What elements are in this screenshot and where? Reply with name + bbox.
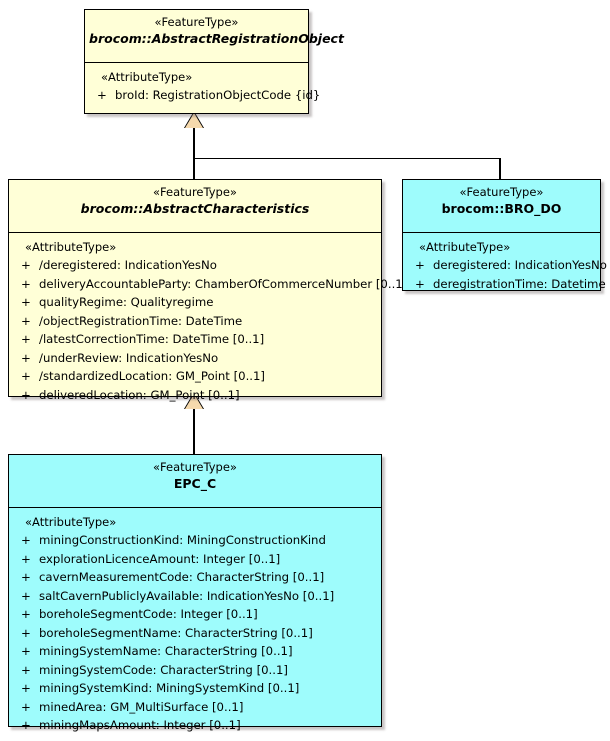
attribute-text: /underReview: IndicationYesNo [39, 350, 219, 365]
attribute-visibility: + [97, 88, 107, 102]
class-name: brocom::BRO_DO [441, 201, 562, 216]
class-box-abstract-registration-object[interactable]: «FeatureType» brocom::AbstractRegistrati… [84, 9, 344, 114]
compartment-stereotype: «AttributeType» [25, 515, 117, 529]
attribute-visibility: + [21, 681, 31, 695]
class-name: EPC_C [173, 476, 217, 491]
generalization-edge-epcc-vertical [193, 408, 195, 454]
attribute-visibility: + [415, 276, 425, 291]
attribute-visibility: + [21, 387, 31, 402]
attribute-text: /deregistered: IndicationYesNo [39, 258, 217, 272]
attributes-compartment-bro-do: «AttributeType» + deregistered: Indicati… [403, 233, 607, 299]
compartment-stereotype: «AttributeType» [101, 70, 193, 84]
attribute-visibility: + [415, 258, 425, 272]
generalization-arrow-head-middle [185, 394, 203, 409]
attribute-row: + miningSystemName: CharacterString [0..… [9, 642, 381, 661]
attribute-row: + cavernMeasurementCode: CharacterString… [9, 568, 381, 587]
class-name: brocom::AbstractRegistrationObject [89, 31, 344, 46]
class-stereotype: «FeatureType» [153, 460, 237, 474]
attribute-text: deliveryAccountableParty: ChamberOfComme… [39, 276, 408, 291]
compartment-stereotype: «AttributeType» [25, 240, 117, 254]
attribute-text: boreholeSegmentCode: Integer [0..1] [39, 607, 258, 621]
attribute-row: + miningSystemCode: CharacterString [0..… [9, 661, 381, 680]
class-header-epc-c: «FeatureType» EPC_C [9, 455, 381, 508]
attribute-text: miningMapsAmount: Integer [0..1] [39, 718, 241, 732]
attribute-visibility: + [21, 588, 31, 603]
attribute-text: miningSystemName: CharacterString [0..1] [39, 644, 293, 658]
generalization-edge-brodo-vertical [499, 157, 501, 180]
attribute-text: cavernMeasurementCode: CharacterString [… [39, 570, 325, 584]
attribute-row: + broId: RegistrationObjectCode {id} [85, 86, 320, 105]
attribute-row: + miningSystemKind: MiningSystemKind [0.… [9, 679, 381, 698]
attribute-row: + deliveryAccountableParty: ChamberOfCom… [9, 275, 407, 294]
class-stereotype: «FeatureType» [154, 15, 239, 29]
attribute-text: explorationLicenceAmount: Integer [0..1] [39, 551, 281, 566]
attribute-text: deliveredLocation: GM_Point [0..1] [39, 387, 240, 402]
attribute-visibility: + [21, 533, 31, 547]
attribute-text: deregistrationTime: Datetime [433, 276, 606, 291]
attribute-visibility: + [21, 570, 31, 584]
attribute-row: + miningConstructionKind: MiningConstruc… [9, 531, 381, 550]
attribute-visibility: + [21, 258, 31, 272]
class-stereotype: «FeatureType» [153, 185, 237, 199]
attribute-row: + qualityRegime: Qualityregime [9, 293, 381, 312]
attribute-row: + /standardizedLocation: GM_Point [0..1] [9, 367, 381, 386]
attributes-compartment-abstract-registration-object: «AttributeType» + broId: RegistrationObj… [85, 63, 320, 111]
attribute-text: /objectRegistrationTime: DateTime [39, 313, 243, 328]
compartment-stereotype: «AttributeType» [419, 240, 511, 254]
attribute-visibility: + [21, 699, 31, 714]
attribute-text: boreholeSegmentName: CharacterString [0.… [39, 625, 313, 640]
attribute-row: + /underReview: IndicationYesNo [9, 349, 381, 368]
attribute-text: miningSystemKind: MiningSystemKind [0..1… [39, 681, 300, 695]
attribute-text: minedArea: GM_MultiSurface [0..1] [39, 699, 244, 714]
attribute-text: miningConstructionKind: MiningConstructi… [39, 533, 326, 547]
attribute-visibility: + [21, 644, 31, 658]
attribute-text: deregistered: IndicationYesNo [433, 258, 607, 272]
class-header-abstract-registration-object: «FeatureType» brocom::AbstractRegistrati… [85, 10, 344, 63]
attribute-text: broId: RegistrationObjectCode {id} [115, 88, 321, 102]
attributes-compartment-abstract-characteristics: «AttributeType» + /deregistered: Indicat… [9, 233, 407, 410]
generalization-arrow-head-top [185, 113, 203, 128]
attribute-text: qualityRegime: Qualityregime [39, 295, 214, 309]
attribute-row: + deregistrationTime: Datetime [403, 275, 606, 294]
attribute-row: + minedArea: GM_MultiSurface [0..1] [9, 698, 381, 717]
attribute-visibility: + [21, 313, 31, 328]
attribute-text: /latestCorrectionTime: DateTime [0..1] [39, 332, 265, 346]
attribute-row: + saltCavernPubliclyAvailable: Indicatio… [9, 587, 381, 606]
attribute-visibility: + [21, 662, 31, 677]
attribute-row: + boreholeSegmentCode: Integer [0..1] [9, 605, 381, 624]
attribute-row: + deliveredLocation: GM_Point [0..1] [9, 386, 381, 405]
attribute-visibility: + [21, 625, 31, 640]
attribute-row: + /deregistered: IndicationYesNo [9, 256, 381, 275]
attribute-visibility: + [21, 276, 31, 291]
attribute-visibility: + [21, 350, 31, 365]
attribute-text: saltCavernPubliclyAvailable: IndicationY… [39, 588, 335, 603]
attribute-row: + boreholeSegmentName: CharacterString [… [9, 624, 381, 643]
attribute-row: + miningMapsAmount: Integer [0..1] [9, 716, 381, 735]
class-box-bro-do[interactable]: «FeatureType» brocom::BRO_DO «AttributeT… [402, 179, 607, 291]
attribute-visibility: + [21, 607, 31, 621]
attribute-row: + explorationLicenceAmount: Integer [0..… [9, 550, 381, 569]
attribute-text: /standardizedLocation: GM_Point [0..1] [39, 369, 265, 383]
attribute-visibility: + [21, 551, 31, 566]
attribute-visibility: + [21, 718, 31, 732]
class-name: brocom::AbstractCharacteristics [80, 201, 310, 216]
attributes-compartment-epc-c: «AttributeType» + miningConstructionKind… [9, 508, 381, 741]
generalization-edge-characteristics-vertical [193, 127, 195, 179]
class-box-epc-c[interactable]: «FeatureType» EPC_C «AttributeType» + mi… [8, 454, 382, 732]
attribute-visibility: + [21, 295, 31, 309]
attribute-row: + /objectRegistrationTime: DateTime [9, 312, 381, 331]
class-header-bro-do: «FeatureType» brocom::BRO_DO [403, 180, 600, 233]
generalization-edge-horizontal-spine [193, 157, 500, 159]
class-header-abstract-characteristics: «FeatureType» brocom::AbstractCharacteri… [9, 180, 381, 233]
class-stereotype: «FeatureType» [459, 185, 544, 199]
attribute-row: + /latestCorrectionTime: DateTime [0..1] [9, 330, 381, 349]
attribute-row: + deregistered: IndicationYesNo [403, 256, 607, 275]
attribute-visibility: + [21, 332, 31, 346]
attribute-text: miningSystemCode: CharacterString [0..1] [39, 662, 288, 677]
class-box-abstract-characteristics[interactable]: «FeatureType» brocom::AbstractCharacteri… [8, 179, 407, 402]
attribute-visibility: + [21, 369, 31, 383]
